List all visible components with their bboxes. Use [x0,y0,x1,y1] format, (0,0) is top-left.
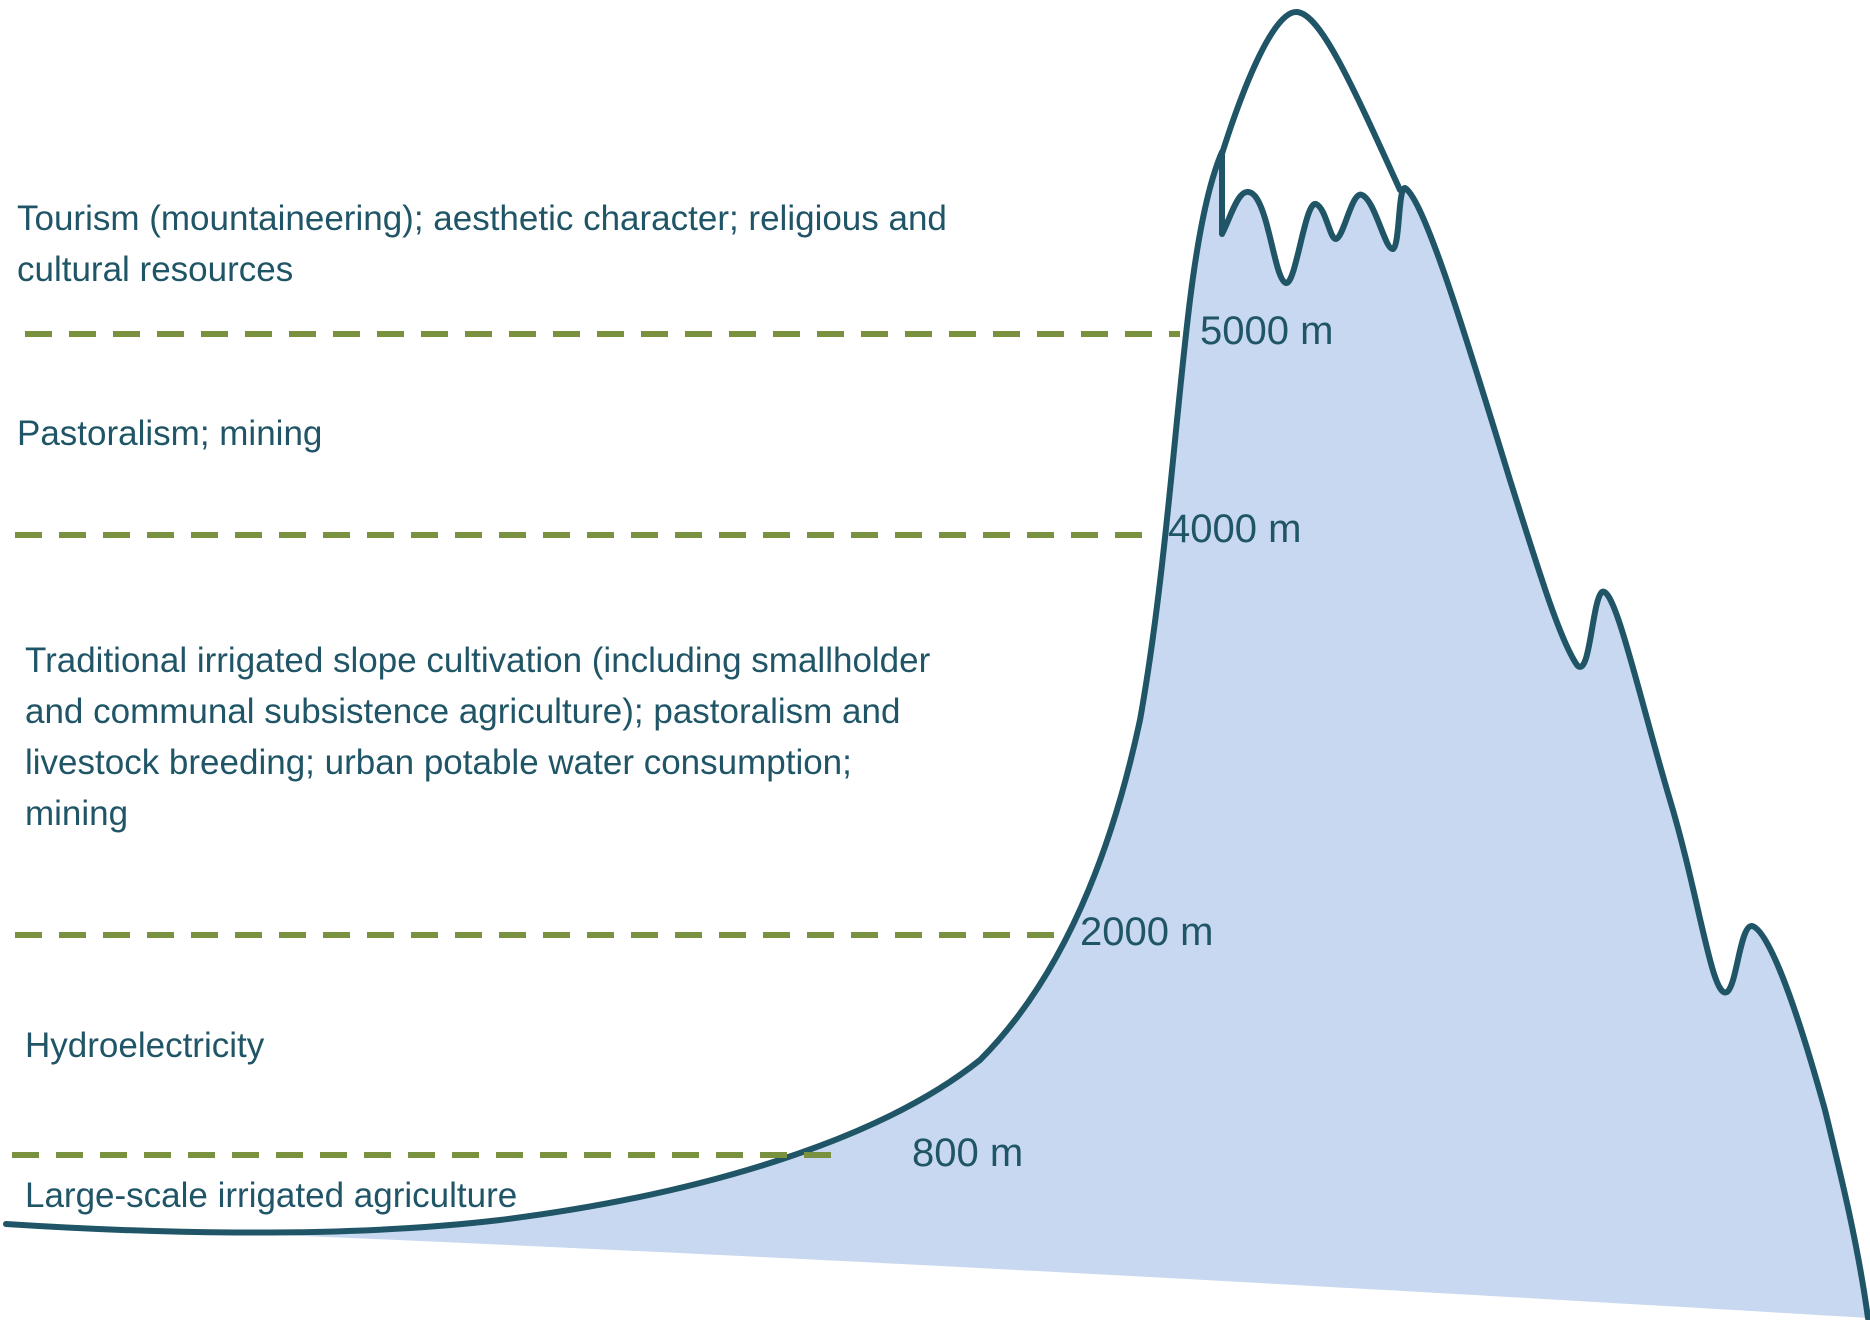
mountain-outline [3,149,1870,1320]
zone-lower-slope-line-1: Hydroelectricity [25,1026,265,1065]
zone-lowland-line-1: Large-scale irrigated agriculture [25,1176,518,1215]
zone-mid-slope-line-3: livestock breeding; urban potable water … [25,743,852,782]
zone-mid-slope-uses: Traditional irrigated slope cultivation … [25,635,930,839]
summit-cap-outline [1217,9,1403,193]
elevation-label-2000: 2000 m [1080,910,1213,954]
zone-mid-slope-line-1: Traditional irrigated slope cultivation … [25,641,931,680]
mountain-fill [6,152,1868,1318]
zone-summit-uses: Tourism (mountaineering); aesthetic char… [17,193,947,295]
zone-lowland-uses: Large-scale irrigated agriculture [25,1170,517,1221]
zone-lower-slope-uses: Hydroelectricity [25,1020,264,1071]
zone-mid-slope-line-4: mining [25,794,129,833]
zone-summit-line-2: cultural resources [17,250,294,289]
zone-summit-line-1: Tourism (mountaineering); aesthetic char… [17,199,947,238]
zone-mid-slope-line-2: and communal subsistence agriculture); p… [25,692,901,731]
elevation-label-4000: 4000 m [1168,507,1301,551]
zone-high-alpine-uses: Pastoralism; mining [17,408,322,459]
zone-high-alpine-line-1: Pastoralism; mining [17,414,323,453]
elevation-label-5000: 5000 m [1200,309,1333,353]
elevation-label-800: 800 m [912,1131,1023,1175]
